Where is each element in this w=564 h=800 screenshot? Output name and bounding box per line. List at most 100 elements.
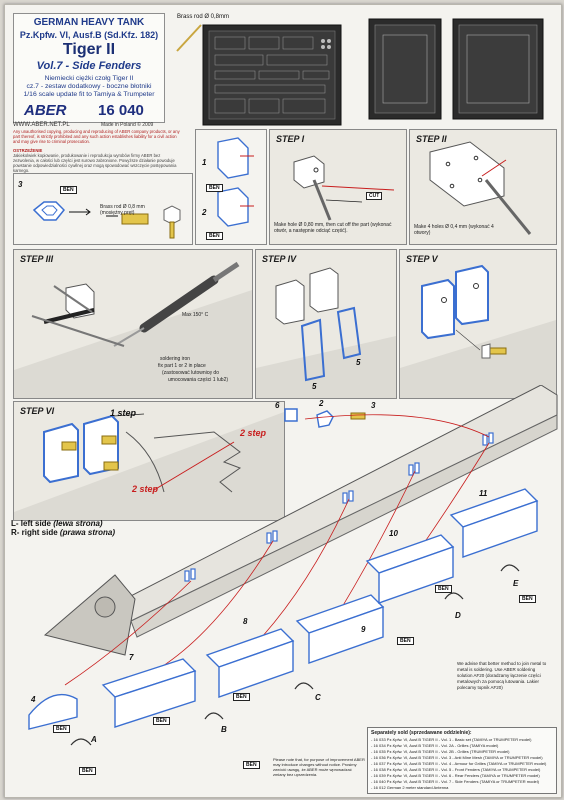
legend-left-text: L- left side: [11, 519, 52, 528]
title-line-2: Pz.Kpfw. VI, Ausf.B (Sd.Kfz. 182): [19, 30, 159, 40]
legend-left: L- left side (lewa strona): [11, 519, 115, 528]
separately-sold-box: Separately sold (sprzedawane oddzielnie)…: [367, 727, 557, 794]
sold-item: - 16 040 Pz.Kpfw. VI, Ausf.B TIGER II - …: [371, 779, 539, 784]
part-a-label: A: [91, 735, 97, 744]
main-title: Tiger II: [62, 41, 116, 58]
volume-title: Vol.7 - Side Fenders: [36, 60, 142, 72]
step-5-panel: STEP V: [399, 249, 557, 399]
parts-1-2-drawing: [217, 137, 254, 227]
step-2-drawing: [429, 141, 532, 235]
made-in: Made in Poland © 2009: [101, 122, 154, 128]
legend-right-text: R- right side: [11, 528, 58, 537]
website: WWW.ABER.NET.PL: [13, 122, 70, 128]
part-2-number: 2: [202, 208, 207, 217]
part-3-rod-label-pl: (mosiężny pręt): [100, 210, 135, 216]
fret-1: [202, 24, 342, 126]
sold-item: - 16 039 Pz.Kpfw. VI, Ausf.B TIGER II - …: [371, 773, 540, 778]
ben-tag: BEN: [397, 637, 414, 645]
fret-3: [452, 18, 544, 120]
ben-tag: BEN: [435, 585, 452, 593]
part-e-label: E: [513, 579, 519, 588]
step-5-title: STEP V: [406, 254, 438, 264]
part-3-panel: 3 BEN Brass rod Ø 0,8 mm (mosiężny pręt): [13, 173, 193, 245]
ben-tag: BEN: [53, 725, 70, 733]
cut-tag: CUT: [366, 192, 383, 200]
step-1-note: Make hole Ø 0,80 mm, then cut off the pa…: [274, 222, 392, 234]
sold-item: - 16 038 Pz.Kpfw. VI, Ausf.B TIGER II - …: [371, 767, 541, 772]
instruction-sheet: GERMAN HEAVY TANK Pz.Kpfw. VI, Ausf.B (S…: [4, 4, 562, 798]
side-legend: L- left side (lewa strona) R- right side…: [11, 519, 115, 537]
step-3-panel: STEP III Max 150° C soldering iron fix p…: [13, 249, 253, 399]
sold-item: - 16 034 Pz.Kpfw. VI, Ausf.B TIGER II - …: [371, 743, 499, 748]
brass-rod-label: Brass rod Ø 0,8mm: [177, 14, 230, 20]
step-3-note-2: fix part 1 or 2 in place: [158, 363, 206, 369]
sold-item: - 16 035 Pz.Kpfw. VI, Ausf.B TIGER II - …: [371, 749, 510, 754]
polish-title-2: cz.7 - zestaw dodatkowy - boczne błotnik…: [26, 83, 152, 90]
step-1-title: STEP I: [276, 134, 305, 144]
sold-item: - 16 037 Pz.Kpfw. VI, Ausf.B TIGER II - …: [371, 761, 547, 766]
step-4-title: STEP IV: [262, 254, 297, 264]
scale-note: 1/16 scale update fit to Tamiya & Trumpe…: [23, 91, 155, 98]
step-3-temp: Max 150° C: [182, 312, 209, 318]
copyright-warning: Any unauthorised copying, producing and …: [13, 129, 180, 144]
two-step-label: 2 step: [132, 484, 159, 494]
ben-tag: BEN: [233, 693, 250, 701]
legend-right: R- right side (prawa strona): [11, 528, 115, 537]
part-3-drawing: [32, 201, 181, 239]
part-b-label: B: [221, 725, 227, 734]
step-3-title: STEP III: [20, 254, 54, 264]
legend-right-pl: (prawa strona): [59, 528, 116, 537]
ben-tag: BEN: [79, 767, 96, 775]
step-4-panel: STEP IV 5 5: [255, 249, 397, 399]
part-8-number: 8: [243, 617, 248, 626]
change-notice: Please note that, for purpose of improve…: [273, 757, 365, 777]
ben-tag: BEN: [60, 186, 77, 194]
part-c-label: C: [315, 693, 321, 702]
part-9-number: 9: [361, 625, 366, 634]
title-line-1: GERMAN HEAVY TANK: [33, 17, 145, 28]
ben-tag: BEN: [206, 232, 223, 240]
step-6-title: STEP VI: [20, 406, 55, 416]
part-d-label: D: [455, 611, 461, 620]
polish-title-1: Niemiecki ciężki czołg Tiger II: [44, 75, 134, 82]
step-5-drawing: [400, 264, 556, 398]
step-3-note-4: umocowania części 1 lub2): [168, 377, 229, 383]
step-3-note-3: (zastosować lutownicę do: [162, 370, 219, 376]
ben-tag: BEN: [206, 184, 223, 192]
separately-sold-heading: Separately sold (sprzedawane oddzielnie)…: [371, 730, 472, 736]
part-3-number: 3: [371, 401, 376, 410]
brass-rod-icon: [176, 24, 202, 52]
part-7-number: 7: [129, 653, 134, 662]
main-assembly-drawing: [28, 385, 558, 746]
step-6-drawing: [14, 412, 284, 520]
ben-tag: BEN: [243, 761, 260, 769]
part-5-number: 5: [356, 358, 361, 367]
step-2-panel: STEP II Make 4 holes Ø 0,4 mm (wykonać 4…: [409, 129, 557, 245]
parts-1-2-panel: 1 2 BEN BEN: [195, 129, 267, 245]
part-1-number: 1: [202, 158, 207, 167]
product-code: 16 040: [98, 102, 144, 119]
two-step-label: 2 step: [240, 428, 267, 438]
ben-tag: BEN: [153, 717, 170, 725]
part-3-rod-label: Brass rod Ø 0,8 mm: [100, 204, 145, 210]
copyright-warning-pl: OSTRZEŻENIE Jakiekolwiek kopiowanie, pro…: [13, 148, 183, 173]
fret-2: [368, 18, 442, 120]
part-4-number: 4: [31, 695, 36, 704]
step-3-drawing: [14, 261, 252, 398]
warning-pl-text: Jakiekolwiek kopiowanie, produkowanie i …: [13, 153, 177, 173]
part-11-number: 11: [479, 489, 488, 498]
step-2-title: STEP II: [416, 134, 447, 144]
step-6-panel: STEP VI 1 step 2 step 2 step: [13, 401, 285, 521]
sold-item: - 16 012 German 2 meter standard Antenna: [371, 785, 449, 790]
step-4-drawing: [256, 267, 396, 398]
step-2-note: Make 4 holes Ø 0,4 mm (wykonać 4 otwory): [414, 224, 494, 236]
part-2-number: 2: [319, 399, 324, 408]
one-step-label: 1 step: [110, 408, 137, 418]
step-1-drawing: [293, 155, 395, 221]
part-5-number: 5: [312, 382, 317, 391]
legend-left-pl: (lewa strona): [53, 519, 103, 528]
part-6-number: 6: [275, 401, 280, 410]
brand-logo: ABER: [24, 102, 67, 119]
soldering-advice: We advise that better method to join met…: [457, 661, 547, 690]
photo-etch-frets: [176, 18, 544, 126]
